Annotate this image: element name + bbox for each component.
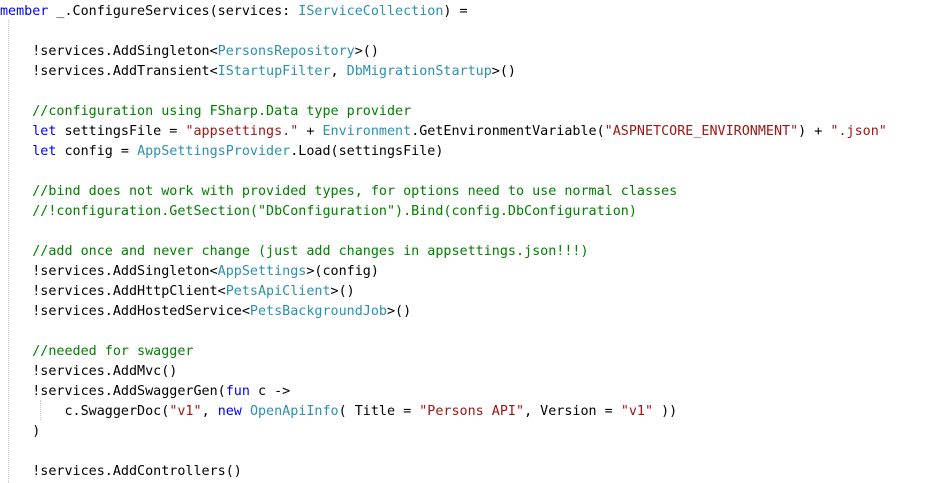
code-token: , Version = [524, 404, 621, 419]
code-token: //!configuration.GetSection("DbConfigura… [0, 204, 637, 219]
code-token: "ASPNETCORE_ENVIRONMENT" [604, 124, 799, 139]
code-token: IServiceCollection [298, 4, 444, 19]
code-token: !services.AddSingleton< [0, 264, 218, 279]
code-line: //bind does not work with provided types… [0, 182, 677, 202]
code-token [242, 404, 250, 419]
code-token: "v1" [620, 404, 654, 419]
code-line: c.SwaggerDoc("v1", new OpenApiInfo( Titl… [0, 402, 677, 422]
code-token: PetsBackgroundJob [249, 304, 387, 319]
code-token: ) + [798, 124, 831, 139]
code-token: "appsettings." [185, 124, 299, 139]
code-token: !services.AddHttpClient< [0, 284, 226, 299]
code-token: >() [330, 284, 355, 299]
code-line: ) [0, 422, 40, 442]
code-line: //!configuration.GetSection("DbConfigura… [0, 202, 637, 222]
code-token: PetsApiClient [225, 284, 331, 299]
code-token: OpenApiInfo [249, 404, 339, 419]
code-line: //add once and never change (just add ch… [0, 242, 589, 262]
code-line: //configuration using FSharp.Data type p… [0, 102, 411, 122]
indent-guide [8, 20, 9, 483]
code-token: !services.AddSingleton< [0, 44, 218, 59]
code-token: settingsFile = [56, 124, 186, 139]
code-line: !services.AddSingleton<AppSettings>(conf… [0, 262, 379, 282]
code-token: >() [354, 44, 379, 59]
code-token: c -> [249, 384, 291, 399]
code-line: //needed for swagger [0, 342, 193, 362]
code-line: !services.AddMvc() [0, 362, 177, 382]
code-token: !services.AddSwaggerGen( [0, 384, 226, 399]
code-token: ".json" [830, 124, 887, 139]
code-token [0, 124, 32, 139]
code-token: _.ConfigureServices(services: [48, 4, 299, 19]
code-token: Environment [322, 124, 412, 139]
code-token: !services.AddControllers() [0, 464, 242, 479]
code-token: let [32, 144, 57, 159]
code-token: ) [0, 424, 41, 439]
indent-guide [40, 400, 41, 420]
code-line: !services.AddSingleton<PersonsRepository… [0, 42, 379, 62]
code-line: !services.AddHostedService<PetsBackgroun… [0, 302, 411, 322]
code-token: member [0, 4, 49, 19]
code-token: + [298, 124, 323, 139]
code-token: .Load(settingsFile) [290, 144, 444, 159]
code-token: let [32, 124, 57, 139]
code-token: !services.AddHostedService< [0, 304, 250, 319]
code-token: "v1" [169, 404, 202, 419]
code-token [0, 144, 32, 159]
code-token: PersonsRepository [217, 44, 355, 59]
code-line: !services.AddSwaggerGen(fun c -> [0, 382, 290, 402]
code-token: DbMigrationStartup [346, 64, 492, 79]
code-line: let settingsFile = "appsettings." + Envi… [0, 122, 887, 142]
code-line: !services.AddHttpClient<PetsApiClient>() [0, 282, 355, 302]
code-line: !services.AddTransient<IStartupFilter, D… [0, 62, 516, 82]
code-token: config = [56, 144, 138, 159]
code-token: )) [653, 404, 678, 419]
code-token: //configuration using FSharp.Data type p… [0, 104, 412, 119]
code-token: >(config) [306, 264, 379, 279]
code-token: fun [225, 384, 250, 399]
code-token: >() [386, 304, 412, 319]
code-token: AppSettingsProvider [137, 144, 291, 159]
code-token: "Persons API" [419, 404, 525, 419]
code-token: AppSettings [217, 264, 307, 279]
code-token: //bind does not work with provided types… [0, 184, 678, 199]
code-token: ( Title = [338, 404, 420, 419]
code-token: ) = [443, 4, 468, 19]
code-token: //add once and never change (just add ch… [0, 244, 589, 259]
code-token: >() [491, 64, 516, 79]
code-line: member _.ConfigureServices(services: ISe… [0, 2, 468, 22]
code-token: //needed for swagger [0, 344, 194, 359]
code-token: c.SwaggerDoc( [0, 404, 170, 419]
code-token: !services.AddMvc() [0, 364, 178, 379]
code-line: let config = AppSettingsProvider.Load(se… [0, 142, 443, 162]
code-token: , [330, 64, 347, 79]
code-token: , [201, 404, 218, 419]
code-token: .GetEnvironmentVariable( [411, 124, 605, 139]
code-token: IStartupFilter [217, 64, 331, 79]
code-line: !services.AddControllers() [0, 462, 242, 482]
code-token: !services.AddTransient< [0, 64, 218, 79]
code-token: new [217, 404, 242, 419]
